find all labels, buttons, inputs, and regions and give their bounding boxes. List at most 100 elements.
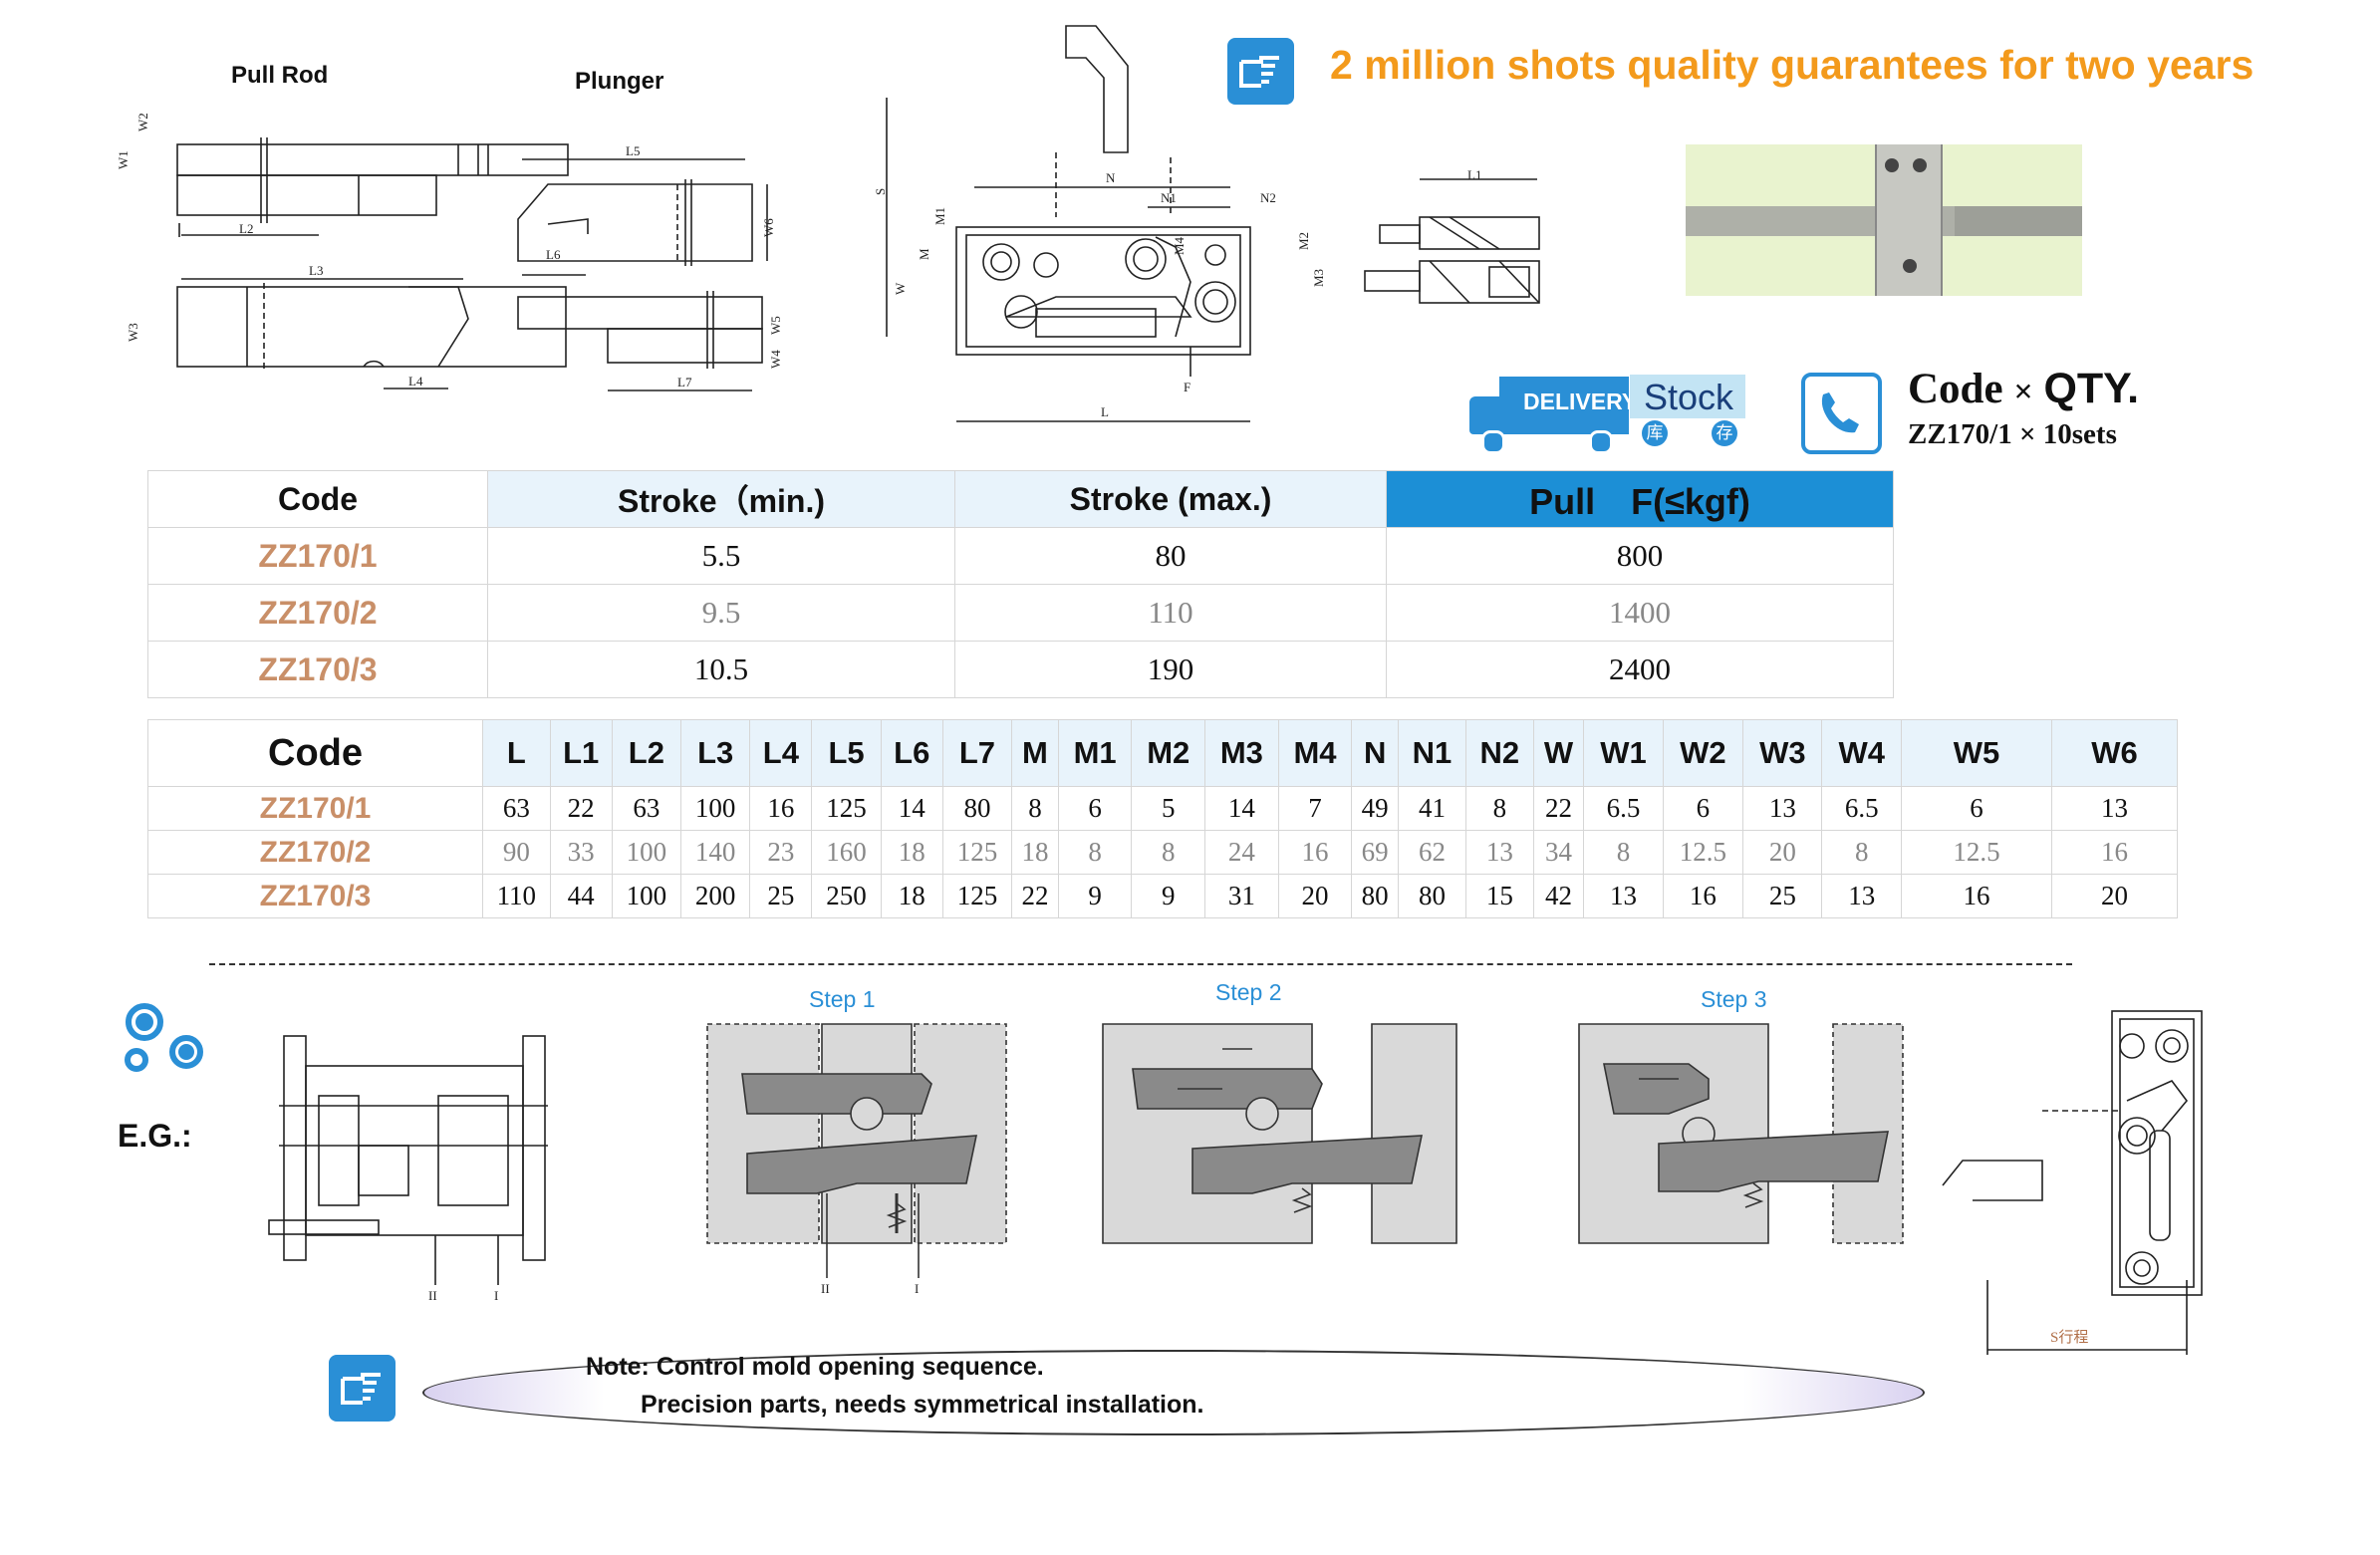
note-line-2: Precision parts, needs symmetrical insta… bbox=[641, 1391, 1204, 1419]
table1-cell: 800 bbox=[1386, 527, 1894, 585]
stock-label: Stock bbox=[1644, 377, 1734, 417]
table1-cell: ZZ170/3 bbox=[147, 641, 488, 698]
pull-rod-dim-l2: L2 bbox=[239, 221, 253, 236]
table2-cell: 9 bbox=[1057, 874, 1133, 918]
table2-header-cell: W5 bbox=[1901, 719, 2052, 787]
table2-header-cell: W1 bbox=[1583, 719, 1664, 787]
step1-mark-ii: II bbox=[821, 1281, 830, 1296]
table2-cell: ZZ170/1 bbox=[147, 786, 483, 831]
table2-cell: 80 bbox=[941, 786, 1013, 831]
table2-cell: 8 bbox=[1057, 830, 1133, 875]
stroke-assembly-drawing: S行程 bbox=[1933, 1010, 2207, 1365]
table2-cell: 16 bbox=[2051, 830, 2178, 875]
table2-cell: 100 bbox=[680, 786, 751, 831]
plunger-dim-w6: W6 bbox=[761, 218, 776, 237]
table-row: ZZ170/2 90 33 100 140 23 160 18 125 18 8… bbox=[147, 830, 2178, 875]
table2-cell: 20 bbox=[1277, 874, 1353, 918]
table2-header-cell: M bbox=[1011, 719, 1059, 787]
table2-cell: 69 bbox=[1351, 830, 1400, 875]
table2-cell: 13 bbox=[1583, 874, 1664, 918]
table2-cell: 15 bbox=[1464, 874, 1534, 918]
table2-cell: 7 bbox=[1277, 786, 1353, 831]
table2-cell: 100 bbox=[611, 874, 682, 918]
mold-example-drawing: II I bbox=[259, 1021, 568, 1315]
step-3-drawing bbox=[1578, 1023, 1908, 1258]
step-3-label: Step 3 bbox=[1701, 986, 1767, 1012]
table1-header-stroke-max: Stroke (max.) bbox=[954, 470, 1387, 528]
stock-cn-2: 存 bbox=[1712, 420, 1737, 446]
table2-cell: 49 bbox=[1351, 786, 1400, 831]
pull-rod-dim-w1: W1 bbox=[116, 150, 131, 169]
table2-cell: ZZ170/2 bbox=[147, 830, 483, 875]
order-times: × bbox=[2013, 374, 2033, 410]
gears-icon bbox=[115, 996, 209, 1076]
table1-header-code: Code bbox=[147, 470, 488, 528]
assembly-dim-n2: N2 bbox=[1260, 190, 1276, 205]
table2-header-cell: W4 bbox=[1821, 719, 1902, 787]
mold-mark-ii: II bbox=[428, 1288, 437, 1303]
table2-cell: 13 bbox=[1464, 830, 1534, 875]
product-photo bbox=[1686, 144, 2082, 296]
table2-cell: 8 bbox=[1821, 830, 1902, 875]
table2-cell: 25 bbox=[1742, 874, 1823, 918]
step-1-drawing: II I bbox=[706, 1023, 1011, 1303]
table2-cell: 14 bbox=[1204, 786, 1279, 831]
table2-cell: 6 bbox=[1901, 786, 2052, 831]
pull-rod-dim-w3: W3 bbox=[126, 323, 140, 342]
table2-cell: ZZ170/3 bbox=[147, 874, 483, 918]
table2-header-cell: M3 bbox=[1204, 719, 1279, 787]
table2-cell: 140 bbox=[680, 830, 751, 875]
table-row: ZZ170/1 5.5 80 800 bbox=[147, 527, 1894, 585]
table-row: ZZ170/1 63 22 63 100 16 125 14 80 8 6 5 … bbox=[147, 786, 2178, 831]
table2-cell: 90 bbox=[482, 830, 551, 875]
table2-cell: 20 bbox=[1742, 830, 1823, 875]
side-section-drawing: L1 bbox=[1350, 167, 1549, 374]
table2-cell: 125 bbox=[941, 874, 1013, 918]
table1-header-stroke-min: Stroke（min.) bbox=[487, 470, 955, 528]
table-row: ZZ170/2 9.5 110 1400 bbox=[147, 584, 1894, 642]
assembly-dim-m1: M1 bbox=[932, 207, 947, 225]
table2-cell: 80 bbox=[1351, 874, 1400, 918]
table2-header-cell: L2 bbox=[611, 719, 682, 787]
assembly-dim-n1: N1 bbox=[1161, 190, 1177, 205]
plunger-dim-l5: L5 bbox=[626, 143, 640, 158]
table2-header-cell: M1 bbox=[1057, 719, 1133, 787]
table2-cell: 18 bbox=[1011, 830, 1059, 875]
assembly-dim-m: M bbox=[917, 248, 931, 260]
banner-pointing-hand-icon bbox=[1227, 38, 1294, 105]
table-row: ZZ170/3 110 44 100 200 25 250 18 125 22 … bbox=[147, 874, 2178, 918]
table2-cell: 25 bbox=[749, 874, 813, 918]
order-code-text: Code bbox=[1908, 366, 2003, 412]
table2-cell: 12.5 bbox=[1662, 830, 1744, 875]
example-label: E.G.: bbox=[118, 1118, 192, 1154]
table2-cell: 125 bbox=[811, 786, 882, 831]
note-frame bbox=[422, 1350, 1925, 1435]
table2-cell: 5 bbox=[1131, 786, 1206, 831]
table2-cell: 6 bbox=[1662, 786, 1744, 831]
table2-cell: 12.5 bbox=[1901, 830, 2052, 875]
note-line-1: Note: Control mold opening sequence. bbox=[586, 1353, 1044, 1381]
table2-cell: 8 bbox=[1464, 786, 1534, 831]
table2-cell: 34 bbox=[1532, 830, 1585, 875]
table2-header-cell: N2 bbox=[1464, 719, 1534, 787]
stock-badge: Stock 库 存 bbox=[1630, 375, 1745, 448]
plunger-title: Plunger bbox=[575, 68, 664, 95]
assembly-drawing: S N N1 N2 M1 M M4 M2 M3 W L F bbox=[857, 18, 1335, 441]
step1-mark-i: I bbox=[915, 1281, 919, 1296]
stroke-label: S行程 bbox=[2050, 1329, 2088, 1346]
table1-cell: 5.5 bbox=[487, 527, 955, 585]
table2-cell: 18 bbox=[880, 874, 943, 918]
table2-cell: 33 bbox=[549, 830, 613, 875]
step-2-label: Step 2 bbox=[1215, 979, 1282, 1005]
table1-cell: ZZ170/1 bbox=[147, 527, 488, 585]
table2-cell: 41 bbox=[1398, 786, 1466, 831]
section-divider bbox=[209, 963, 2072, 965]
table2-cell: 9 bbox=[1131, 874, 1206, 918]
plunger-dim-w4: W4 bbox=[768, 350, 783, 369]
plunger-dim-w5: W5 bbox=[768, 316, 783, 335]
phone-icon bbox=[1801, 373, 1882, 454]
table2-cell: 13 bbox=[1742, 786, 1823, 831]
table2-cell: 42 bbox=[1532, 874, 1585, 918]
assembly-dim-m3: M3 bbox=[1311, 269, 1326, 287]
pull-rod-drawing: W1 W2 L2 L3 W3 L4 bbox=[110, 100, 569, 423]
